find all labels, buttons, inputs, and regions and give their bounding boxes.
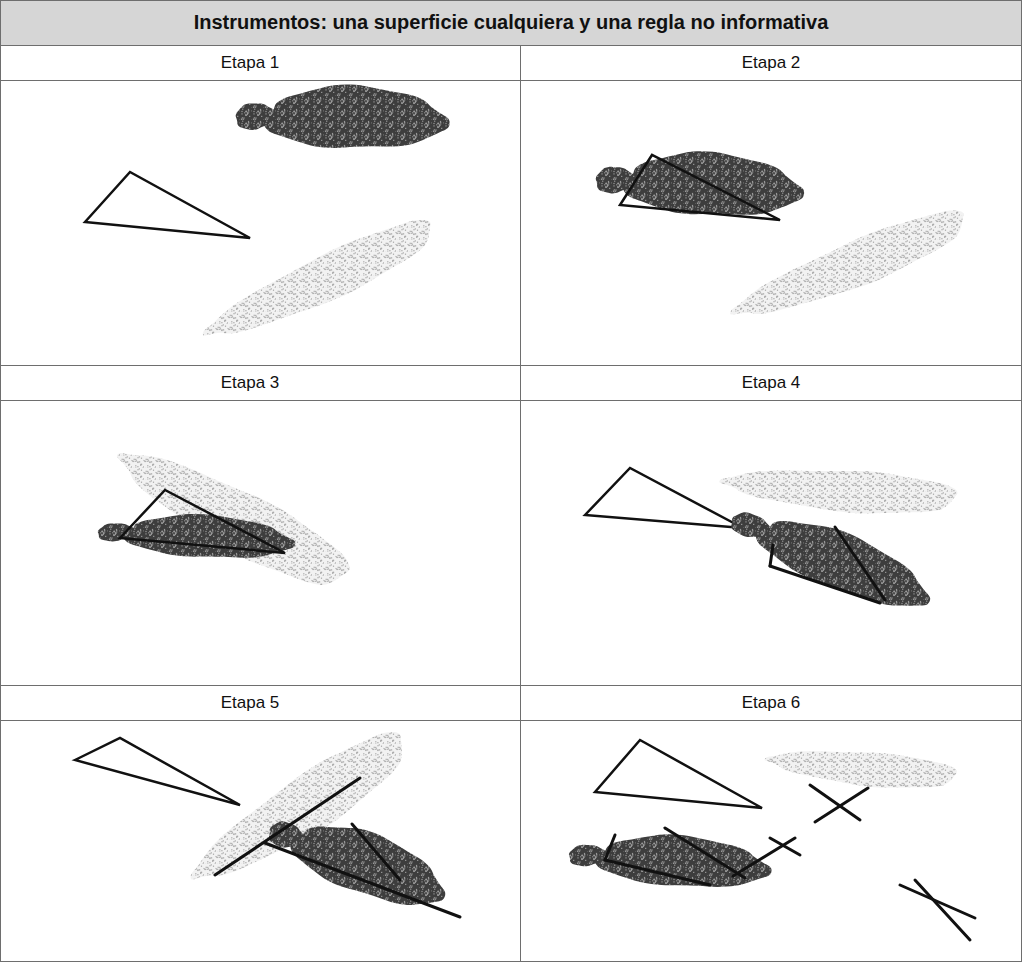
light-surface: [117, 453, 350, 585]
triangle: [620, 155, 780, 220]
ruler-line: [770, 838, 800, 855]
ruler-line: [770, 566, 880, 603]
ruler-line: [900, 885, 975, 918]
stage-heading: Etapa 6: [521, 686, 1021, 720]
stage-heading: Etapa 4: [521, 366, 1021, 400]
triangle: [595, 740, 762, 808]
stage-heading: Etapa 2: [521, 46, 1021, 80]
ruler-line: [605, 860, 710, 885]
light-surface: [719, 470, 957, 513]
ruler-line: [733, 838, 795, 876]
triangle: [75, 738, 240, 805]
triangle: [85, 172, 250, 238]
ruler-line: [835, 527, 885, 600]
light-surface: [730, 211, 963, 315]
dark-surface: [731, 512, 930, 605]
ruler-line: [265, 843, 460, 917]
dark-surface: [569, 834, 772, 887]
ruler-line: [352, 824, 400, 880]
ruler-line: [665, 828, 745, 878]
triangle: [585, 468, 743, 528]
light-surface: [203, 220, 431, 336]
triangle: [120, 490, 285, 553]
dark-surface: [269, 821, 445, 905]
header-band: [1, 1, 1022, 46]
ruler-line: [815, 788, 868, 822]
table-title: Instrumentos: una superficie cualquiera …: [0, 0, 1022, 45]
ruler-line: [605, 835, 615, 860]
ruler-line: [770, 545, 773, 566]
stage-heading: Etapa 5: [0, 686, 500, 720]
dark-surface: [236, 84, 450, 147]
ruler-line: [915, 880, 970, 940]
stage-heading: Etapa 3: [0, 366, 500, 400]
ruler-line: [810, 785, 860, 820]
stage-heading: Etapa 1: [0, 46, 500, 80]
ruler-line: [215, 778, 360, 875]
light-surface: [765, 751, 957, 787]
